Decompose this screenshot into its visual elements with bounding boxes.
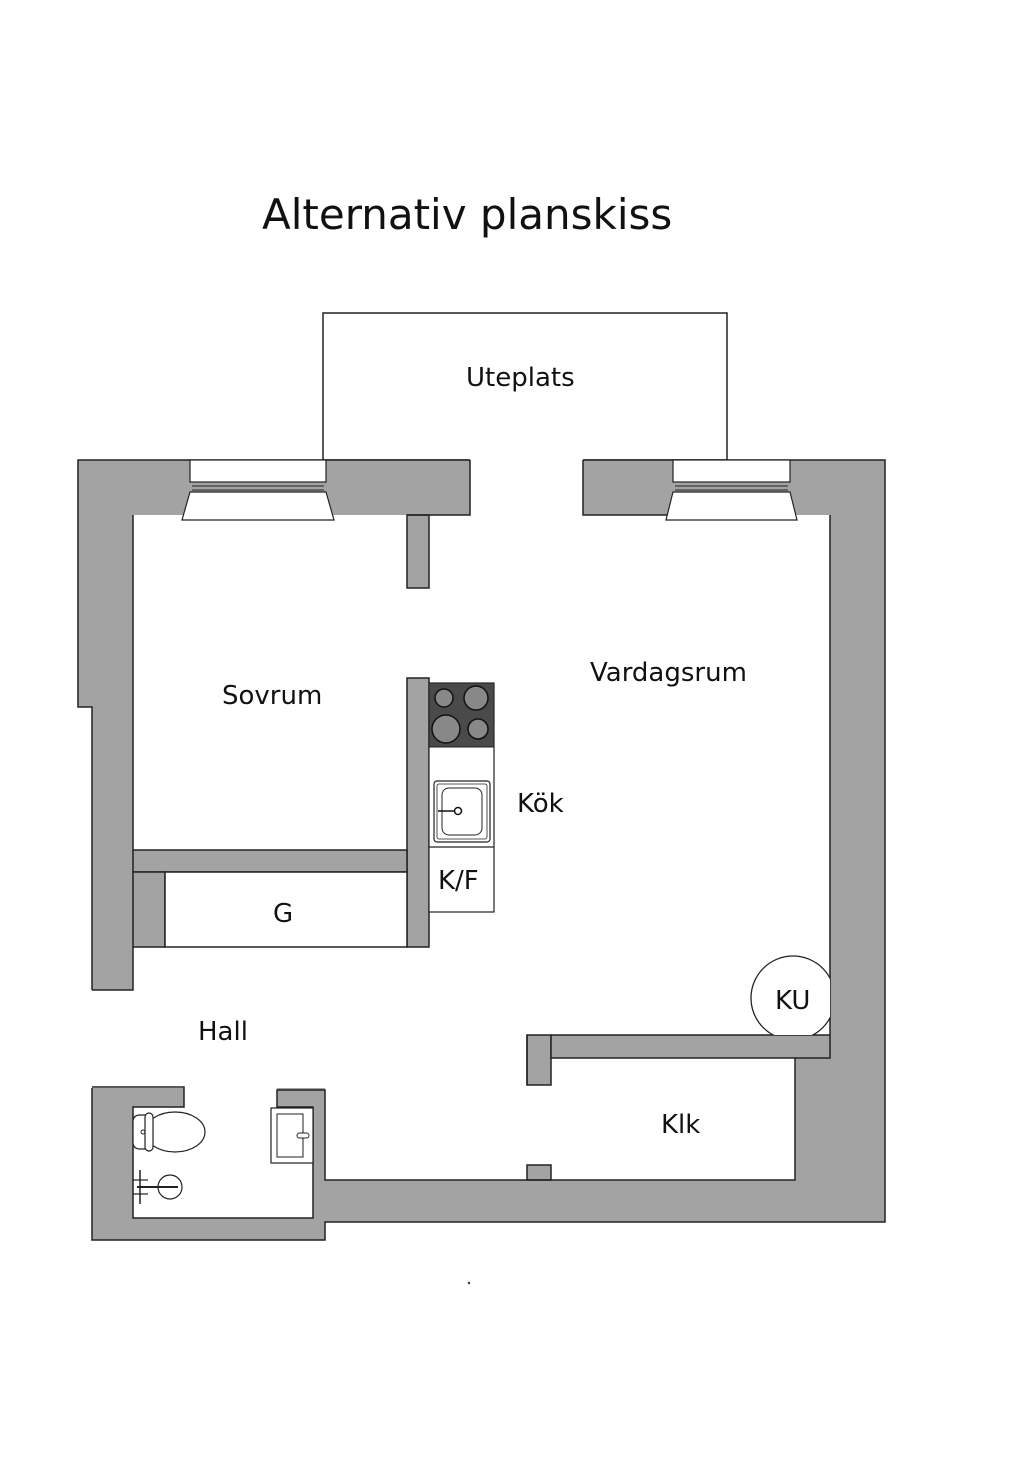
kitchen-counter: K/F <box>428 682 495 913</box>
sink-icon <box>433 780 491 843</box>
room-label-vardagsrum: Vardagsrum <box>590 658 747 688</box>
room-areas <box>91 459 830 1218</box>
fridge-freezer-label: K/F <box>438 866 479 896</box>
dot-mark <box>467 1281 471 1285</box>
ku-washer-icon <box>750 955 830 1035</box>
window-bedroom <box>181 459 335 521</box>
stove-icon <box>428 682 495 748</box>
room-label-uteplats: Uteplats <box>466 363 575 393</box>
window-living-room <box>665 459 798 521</box>
room-label-ku: KU <box>775 986 810 1016</box>
room-label-hall: Hall <box>198 1017 248 1047</box>
wardrobe <box>164 871 408 948</box>
room-label-kok: Kök <box>517 789 564 819</box>
washbasin-icon <box>270 1107 314 1164</box>
room-label-klk: Klk <box>661 1110 700 1140</box>
shower-icon <box>133 1170 183 1204</box>
room-label-sovrum: Sovrum <box>222 681 322 711</box>
plan-title: Alternativ planskiss <box>262 190 672 239</box>
wall-outlines <box>92 460 831 1219</box>
room-label-g: G <box>273 899 293 929</box>
uteplats-area <box>322 312 728 461</box>
toilet-icon <box>132 1111 206 1153</box>
